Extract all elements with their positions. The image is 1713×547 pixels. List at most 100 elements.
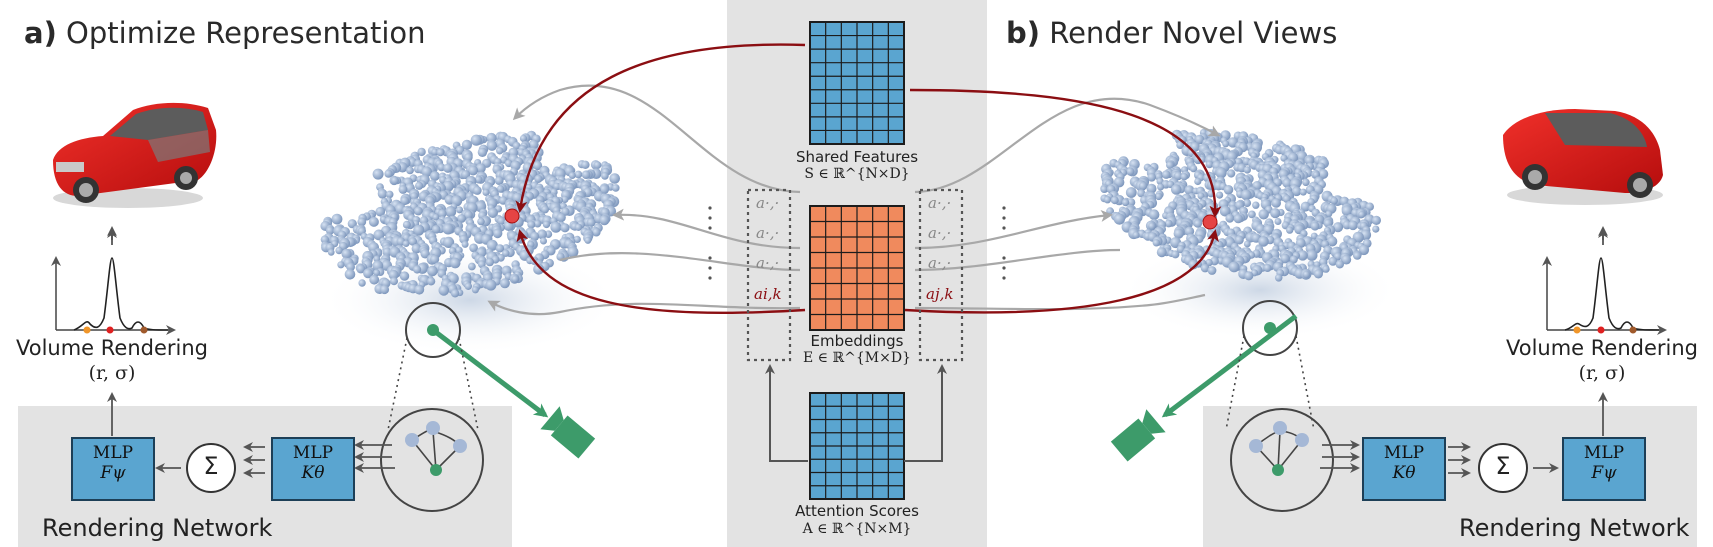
point-cloud-point xyxy=(346,262,355,272)
point-cloud-point xyxy=(1146,183,1157,194)
point-cloud-point xyxy=(1205,160,1214,169)
point-cloud-point xyxy=(542,220,551,229)
point-cloud-point xyxy=(469,243,478,253)
point-cloud-point xyxy=(534,174,543,183)
point-cloud-point xyxy=(430,254,440,264)
mlp-f-name: MLP xyxy=(92,443,134,463)
point-cloud-point xyxy=(609,173,620,184)
coef-left-1: a·,· xyxy=(756,194,780,212)
coef-right-3: a·,· xyxy=(928,254,952,272)
point-cloud-point xyxy=(400,196,410,206)
point-cloud-point xyxy=(1215,167,1227,179)
point-cloud-point xyxy=(411,243,422,254)
sum-node-right xyxy=(1478,443,1528,493)
point-cloud-point xyxy=(1222,140,1230,148)
point-cloud-point xyxy=(438,285,450,296)
attention-scores-matrix xyxy=(809,392,905,500)
point-cloud-point xyxy=(497,216,506,226)
point-cloud-point xyxy=(436,148,445,157)
car-render-icon xyxy=(1503,109,1663,205)
point-cloud-point xyxy=(537,229,547,240)
embeddings-label: Embeddings xyxy=(810,332,904,350)
point-cloud-point xyxy=(390,277,398,286)
point-cloud-point xyxy=(612,184,620,192)
density-plot-icon xyxy=(51,256,176,335)
point-cloud-point xyxy=(1234,235,1244,245)
point-cloud-point xyxy=(337,261,345,269)
point-cloud-point xyxy=(413,224,425,236)
point-cloud-point xyxy=(431,148,439,156)
point-cloud-point xyxy=(1258,209,1269,220)
point-cloud-point xyxy=(556,213,566,223)
point-cloud-point xyxy=(331,213,343,225)
point-cloud-point xyxy=(1223,185,1234,195)
point-cloud-point xyxy=(341,248,352,259)
mlp-k-symbol: Kθ xyxy=(1392,463,1416,483)
point-cloud-point xyxy=(1306,249,1318,261)
point-cloud-point xyxy=(1173,228,1184,239)
point-cloud-point xyxy=(443,163,453,173)
coef-left-3: a·,· xyxy=(756,254,780,272)
point-cloud-point xyxy=(1371,215,1381,225)
rendering-network-label-left: Rendering Network xyxy=(42,514,273,542)
point-cloud-point xyxy=(511,275,519,283)
point-cloud-point xyxy=(574,170,583,179)
point-cloud-point xyxy=(1100,185,1108,193)
point-cloud-point xyxy=(420,249,430,259)
point-cloud-point xyxy=(541,205,549,214)
point-cloud-point xyxy=(512,141,521,150)
point-cloud-point xyxy=(1132,231,1140,239)
point-cloud-point xyxy=(1358,211,1366,218)
point-cloud-point xyxy=(503,221,514,231)
point-cloud-point xyxy=(1161,170,1171,179)
point-cloud-point xyxy=(402,240,410,248)
point-cloud-point xyxy=(1271,198,1281,208)
point-cloud-point xyxy=(1233,214,1243,224)
point-cloud-point xyxy=(445,206,457,218)
point-cloud-point xyxy=(1270,208,1281,219)
point-cloud-point xyxy=(385,190,394,199)
attention-scores-formula: A ∈ ℝ^{N×M} xyxy=(802,521,912,537)
point-cloud-point xyxy=(358,279,366,287)
shared-features-label: Shared Features xyxy=(795,148,919,166)
point-cloud-point xyxy=(388,269,399,280)
point-cloud-point xyxy=(399,271,410,281)
panel-b-letter: b) xyxy=(1006,16,1041,50)
point-cloud-point xyxy=(1291,186,1302,197)
point-cloud-point xyxy=(414,284,425,295)
point-cloud-point xyxy=(477,217,485,226)
point-cloud-point xyxy=(1286,226,1294,234)
point-cloud-point xyxy=(1194,177,1202,186)
point-cloud-point xyxy=(533,263,544,275)
point-cloud-point xyxy=(406,166,414,175)
point-cloud-point xyxy=(1252,201,1260,209)
point-cloud-point xyxy=(599,215,610,226)
mlp-f-right: MLP Fψ xyxy=(1562,437,1646,501)
query-region-left xyxy=(405,302,461,358)
point-cloud-point xyxy=(530,231,540,241)
point-cloud-icon xyxy=(320,130,620,298)
point-cloud-point xyxy=(1274,274,1283,282)
point-cloud-point xyxy=(347,219,357,229)
mlp-f-symbol: Fψ xyxy=(100,463,126,483)
point-cloud-point xyxy=(568,172,576,179)
point-cloud-point xyxy=(1302,178,1310,187)
point-cloud-point xyxy=(1330,196,1338,205)
attention-column-right xyxy=(918,188,964,362)
point-cloud-point xyxy=(468,262,476,271)
point-cloud-point xyxy=(495,244,505,253)
sum-node-left xyxy=(186,443,236,493)
density-plot-icon xyxy=(1542,256,1667,335)
point-cloud-point xyxy=(1113,213,1125,225)
point-cloud-point xyxy=(413,206,423,216)
point-cloud-point xyxy=(533,219,542,228)
point-cloud-point xyxy=(1227,169,1236,178)
point-cloud-point xyxy=(421,166,433,178)
mlp-f-left: MLP Fψ xyxy=(71,437,155,501)
point-cloud-point xyxy=(528,139,539,150)
point-cloud-point xyxy=(1228,261,1240,273)
point-cloud-point xyxy=(1189,164,1198,173)
point-cloud-point xyxy=(1155,192,1163,201)
point-cloud-point xyxy=(477,147,488,157)
sum-symbol-left: Σ xyxy=(203,452,219,480)
